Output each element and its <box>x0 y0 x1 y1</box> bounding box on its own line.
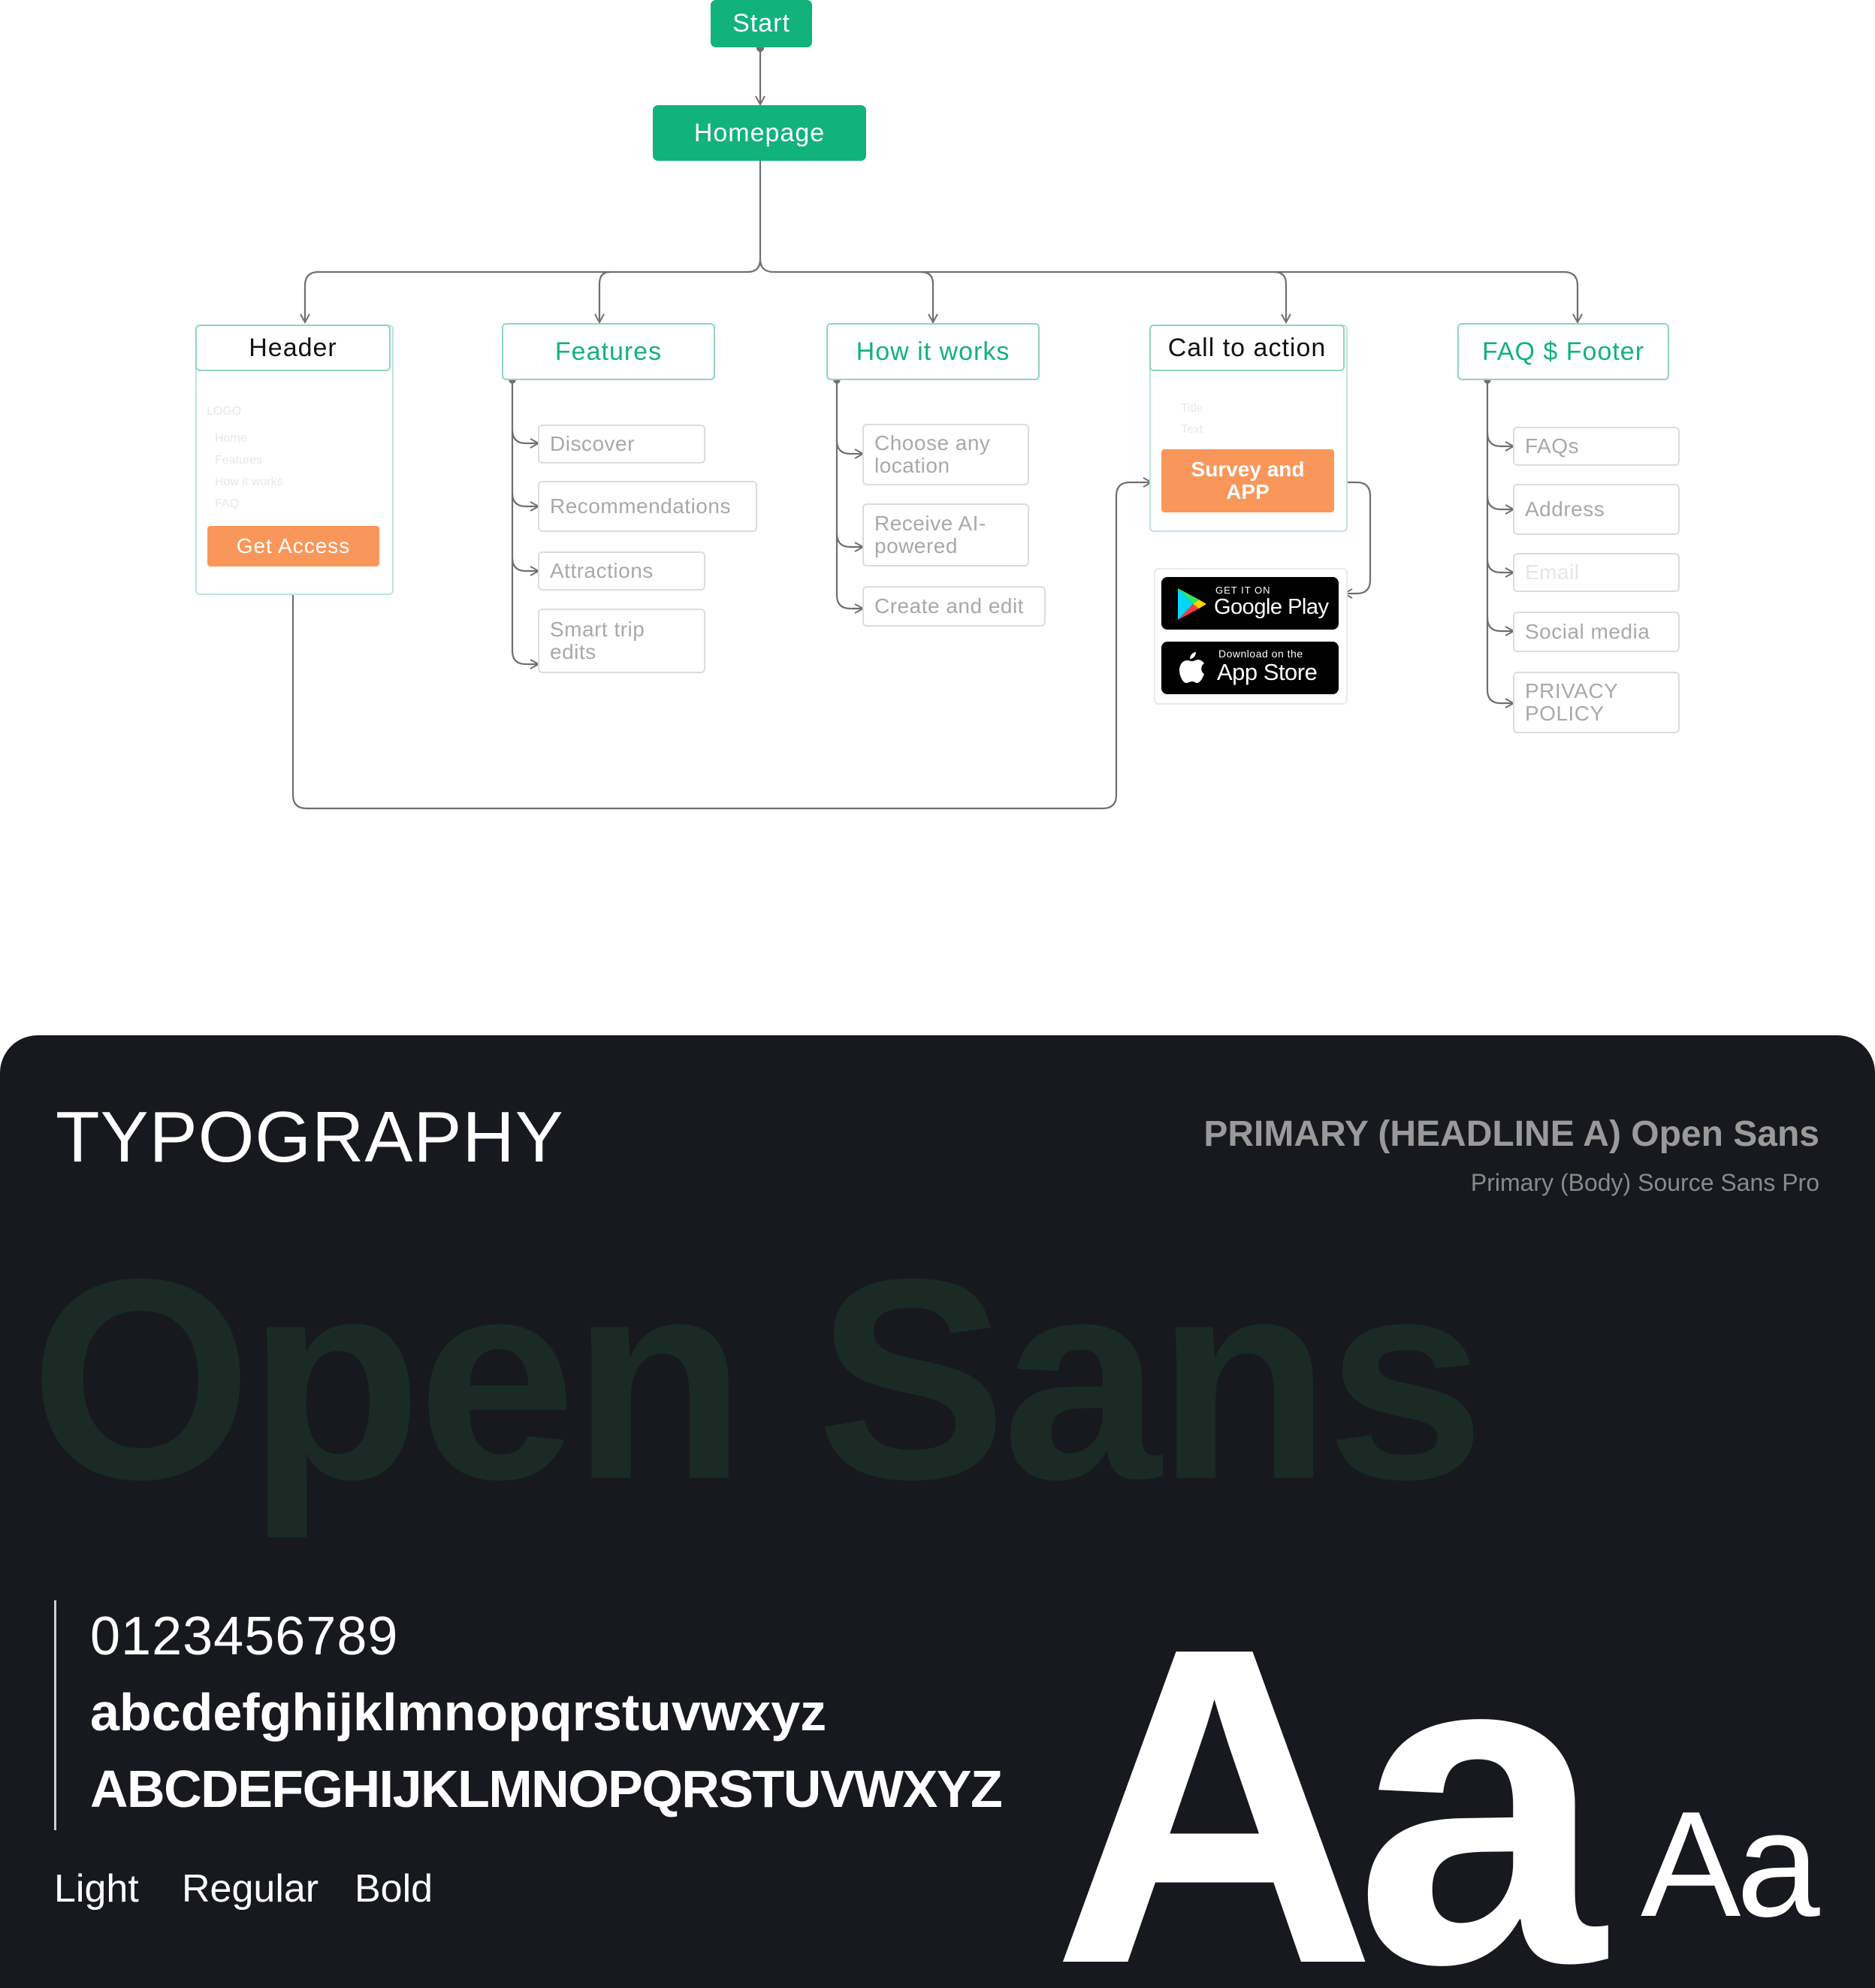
weight-light: Light <box>54 1867 139 1911</box>
get-access-button[interactable]: Get Access <box>207 526 379 566</box>
large-type-sample: Aa <box>1052 1554 1605 1988</box>
flowchart: Start Homepage Header LOGO Home Features… <box>195 0 1875 810</box>
header-nav-item: Features <box>215 454 263 467</box>
digits-specimen: 0123456789 <box>90 1606 399 1666</box>
body-font-label: Primary (Body) Source Sans Pro <box>1470 1169 1819 1196</box>
faq-item-address[interactable]: Address <box>1513 484 1680 535</box>
header-logo-placeholder: LOGO <box>207 405 242 418</box>
header-nav-item: How it works <box>215 476 283 488</box>
start-node[interactable]: Start <box>711 0 812 47</box>
small-type-sample: Aa <box>1641 1781 1820 1948</box>
how-it-works-section-title[interactable]: How it works <box>826 323 1040 380</box>
how-item-choose-location[interactable]: Choose any location <box>862 424 1029 485</box>
app-store-big-text: App Store <box>1217 659 1318 685</box>
typography-panel: Open Sans TYPOGRAPHY PRIMARY (HEADLINE A… <box>0 1035 1875 1988</box>
header-nav-item: FAQ <box>215 497 240 510</box>
features-item-recommendations[interactable]: Recommendations <box>538 481 757 532</box>
google-play-small-text: GET IT ON <box>1215 585 1271 596</box>
features-section-title[interactable]: Features <box>502 323 715 380</box>
faq-item-faqs[interactable]: FAQs <box>1513 427 1680 466</box>
weight-bold: Bold <box>355 1867 433 1911</box>
connector-lines <box>291 44 1875 810</box>
lowercase-specimen: abcdefghijklmnopqrstuvwxyz <box>90 1683 827 1742</box>
header-nav-item: Home <box>215 432 247 445</box>
google-play-big-text: Google Play <box>1214 595 1329 619</box>
google-play-badge[interactable]: GET IT ON Google Play <box>1161 577 1339 630</box>
primary-font-label: PRIMARY (HEADLINE A) Open Sans <box>1203 1114 1819 1154</box>
typography-title: TYPOGRAPHY <box>56 1097 564 1177</box>
faq-footer-section-title[interactable]: FAQ $ Footer <box>1457 323 1669 380</box>
faq-item-social-media[interactable]: Social media <box>1513 612 1680 652</box>
faq-item-privacy-policy[interactable]: PRIVACY POLICY <box>1513 672 1680 733</box>
specimen-divider <box>54 1600 56 1830</box>
how-item-receive-ai[interactable]: Receive AI-powered <box>862 503 1029 566</box>
cta-title-placeholder: Title <box>1181 402 1203 415</box>
cta-text-placeholder: Text <box>1181 423 1203 436</box>
weight-regular: Regular <box>182 1867 319 1911</box>
how-item-create-edit[interactable]: Create and edit <box>862 586 1046 627</box>
faq-item-email[interactable]: Email <box>1513 553 1680 592</box>
features-item-attractions[interactable]: Attractions <box>538 551 705 591</box>
watermark-text: Open Sans <box>30 1219 1485 1539</box>
features-item-discover[interactable]: Discover <box>538 424 705 464</box>
homepage-node[interactable]: Homepage <box>653 105 866 161</box>
survey-app-button[interactable]: Survey and APP <box>1161 449 1334 512</box>
header-section-title[interactable]: Header <box>195 325 391 371</box>
uppercase-specimen: ABCDEFGHIJKLMNOPQRSTUVWXYZ <box>90 1760 1003 1818</box>
google-play-icon <box>1178 588 1206 620</box>
app-store-small-text: Download on the <box>1218 648 1303 660</box>
apple-icon <box>1179 652 1204 683</box>
app-store-badge[interactable]: Download on the App Store <box>1161 642 1339 694</box>
features-item-smart-trip-edits[interactable]: Smart trip edits <box>538 609 705 673</box>
cta-section-title[interactable]: Call to action <box>1149 325 1345 371</box>
